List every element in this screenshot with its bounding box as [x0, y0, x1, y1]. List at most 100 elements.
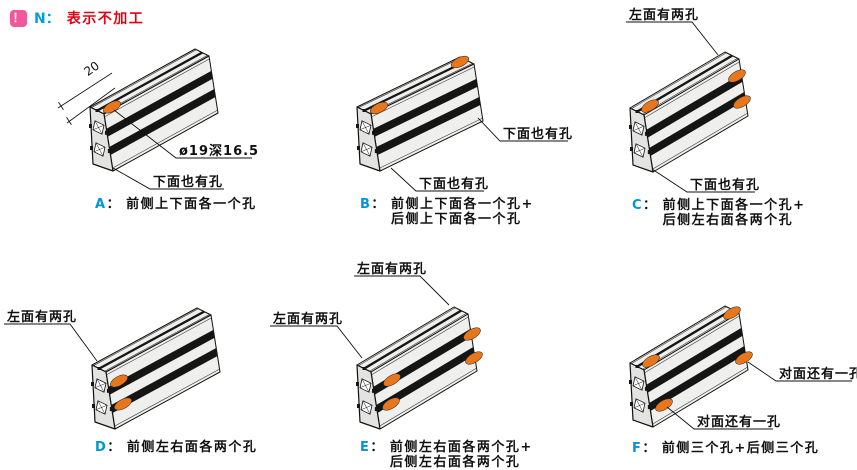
callout-leader — [651, 168, 755, 193]
edge-line — [91, 49, 197, 108]
side-slot-band — [376, 97, 481, 156]
end-slot-notch — [106, 388, 111, 393]
cavity-cross — [93, 146, 106, 153]
caption-text: 后侧左右面各两个孔 — [389, 455, 521, 470]
side-slot-band — [649, 92, 746, 157]
caption-colon: ： — [371, 197, 386, 212]
cavity-cross — [359, 124, 372, 131]
end-slot-notch — [90, 146, 93, 150]
end-slot-notch — [357, 146, 360, 150]
cavity-cross — [633, 147, 646, 154]
cavity-cross — [360, 146, 373, 153]
cavity-cross — [632, 125, 645, 132]
end-slot-notch — [644, 131, 649, 136]
cavity-cross — [94, 382, 107, 389]
end-slot-notch — [107, 149, 112, 154]
caption-letter: F — [632, 441, 643, 456]
edge-line — [631, 52, 727, 109]
hole-marker — [655, 398, 673, 412]
end-slot-notch — [647, 150, 652, 155]
edge-line — [379, 367, 477, 427]
edge-line — [644, 315, 740, 374]
exclamation-icon: ！ — [10, 9, 27, 27]
callout-leader — [354, 275, 450, 306]
end-slot-notch — [362, 367, 366, 370]
caption-colon: ： — [370, 440, 385, 455]
caption-D: D： 前侧左右面各两个孔 — [95, 440, 257, 455]
callout-leader — [747, 361, 852, 382]
diagram-D: 左面有两孔 — [4, 307, 221, 430]
end-slot-notch — [104, 130, 109, 135]
edge-line — [93, 308, 199, 366]
side-slot-band — [376, 347, 475, 414]
callout-label: 下面也有孔 — [503, 126, 573, 142]
edge-line — [644, 61, 740, 119]
callout-label: 左面有两孔 — [7, 309, 77, 325]
side-slot-band — [109, 89, 216, 156]
callout-leader — [112, 167, 224, 190]
caption-E: E： 前侧左右面各两个孔+后侧左右面各两个孔 — [360, 440, 533, 470]
side-slot-band — [106, 70, 213, 137]
caption-colon: ： — [642, 441, 657, 456]
end-slot-notch — [97, 367, 101, 370]
note-header: ！ N： 表示不加工 — [10, 8, 144, 28]
note-code: N： — [34, 11, 60, 27]
side-slot-band — [111, 348, 218, 414]
edge-line — [358, 57, 462, 108]
end-slot-notch — [357, 404, 360, 408]
edge-line — [652, 366, 748, 425]
top-slot-band — [362, 59, 469, 112]
edge-line — [114, 368, 220, 427]
edge-line — [371, 316, 469, 376]
hole-marker — [382, 397, 400, 411]
caption-text: 前侧上下面各一个孔+ — [662, 198, 806, 213]
caption-letter: A — [95, 197, 107, 212]
edge-line — [369, 313, 467, 372]
dimension-extension-line — [66, 87, 116, 124]
callout-leader — [4, 323, 98, 362]
edge-line — [112, 109, 218, 169]
dimension-tick — [58, 101, 64, 111]
caption-letter: B — [360, 197, 372, 212]
caption-C: C： 前侧上下面各一个孔+后侧左右面各两个孔 — [632, 198, 805, 228]
hole-marker — [369, 101, 389, 115]
hole-marker — [723, 306, 741, 320]
hole-marker — [465, 351, 483, 365]
caption-text: 前侧三个孔+后侧三个孔 — [661, 441, 820, 456]
top-slot-band — [97, 310, 206, 370]
side-slot-band — [373, 78, 478, 137]
top-slot-band — [635, 308, 734, 368]
hole-marker — [642, 354, 660, 368]
callout-label: 下面也有孔 — [153, 174, 223, 190]
hole-marker — [383, 373, 401, 387]
top-slot-band — [635, 54, 734, 113]
caption-colon: ： — [106, 197, 122, 212]
end-slot-notch — [89, 124, 92, 128]
end-slot-notch — [371, 130, 376, 135]
caption-text: 前侧左右面各两个孔 — [126, 440, 258, 455]
cavity-cross — [359, 382, 372, 389]
end-slot-notch — [95, 109, 99, 112]
callout-label: 对面还有一孔 — [779, 366, 857, 382]
caption-letter: C — [632, 198, 644, 213]
top-slot-band — [95, 51, 204, 112]
edge-line — [371, 66, 475, 118]
edge-line — [652, 112, 748, 170]
side-slot-band — [646, 73, 743, 138]
end-slot-notch — [647, 405, 652, 410]
hole-marker — [728, 69, 746, 83]
hole-marker — [463, 327, 481, 341]
callout-label: 下面也有孔 — [419, 176, 489, 192]
end-slot-notch — [371, 388, 376, 393]
caption-F: F： 前侧三个孔+后侧三个孔 — [632, 441, 819, 456]
end-slot-notch — [356, 124, 359, 128]
callout-label: 对面还有一孔 — [697, 414, 781, 430]
callout-label: ø19深16.5 — [179, 143, 259, 159]
end-slot-notch — [374, 149, 379, 154]
callout-leader — [390, 167, 484, 192]
callout-leader — [666, 406, 773, 430]
edge-line — [631, 306, 727, 364]
